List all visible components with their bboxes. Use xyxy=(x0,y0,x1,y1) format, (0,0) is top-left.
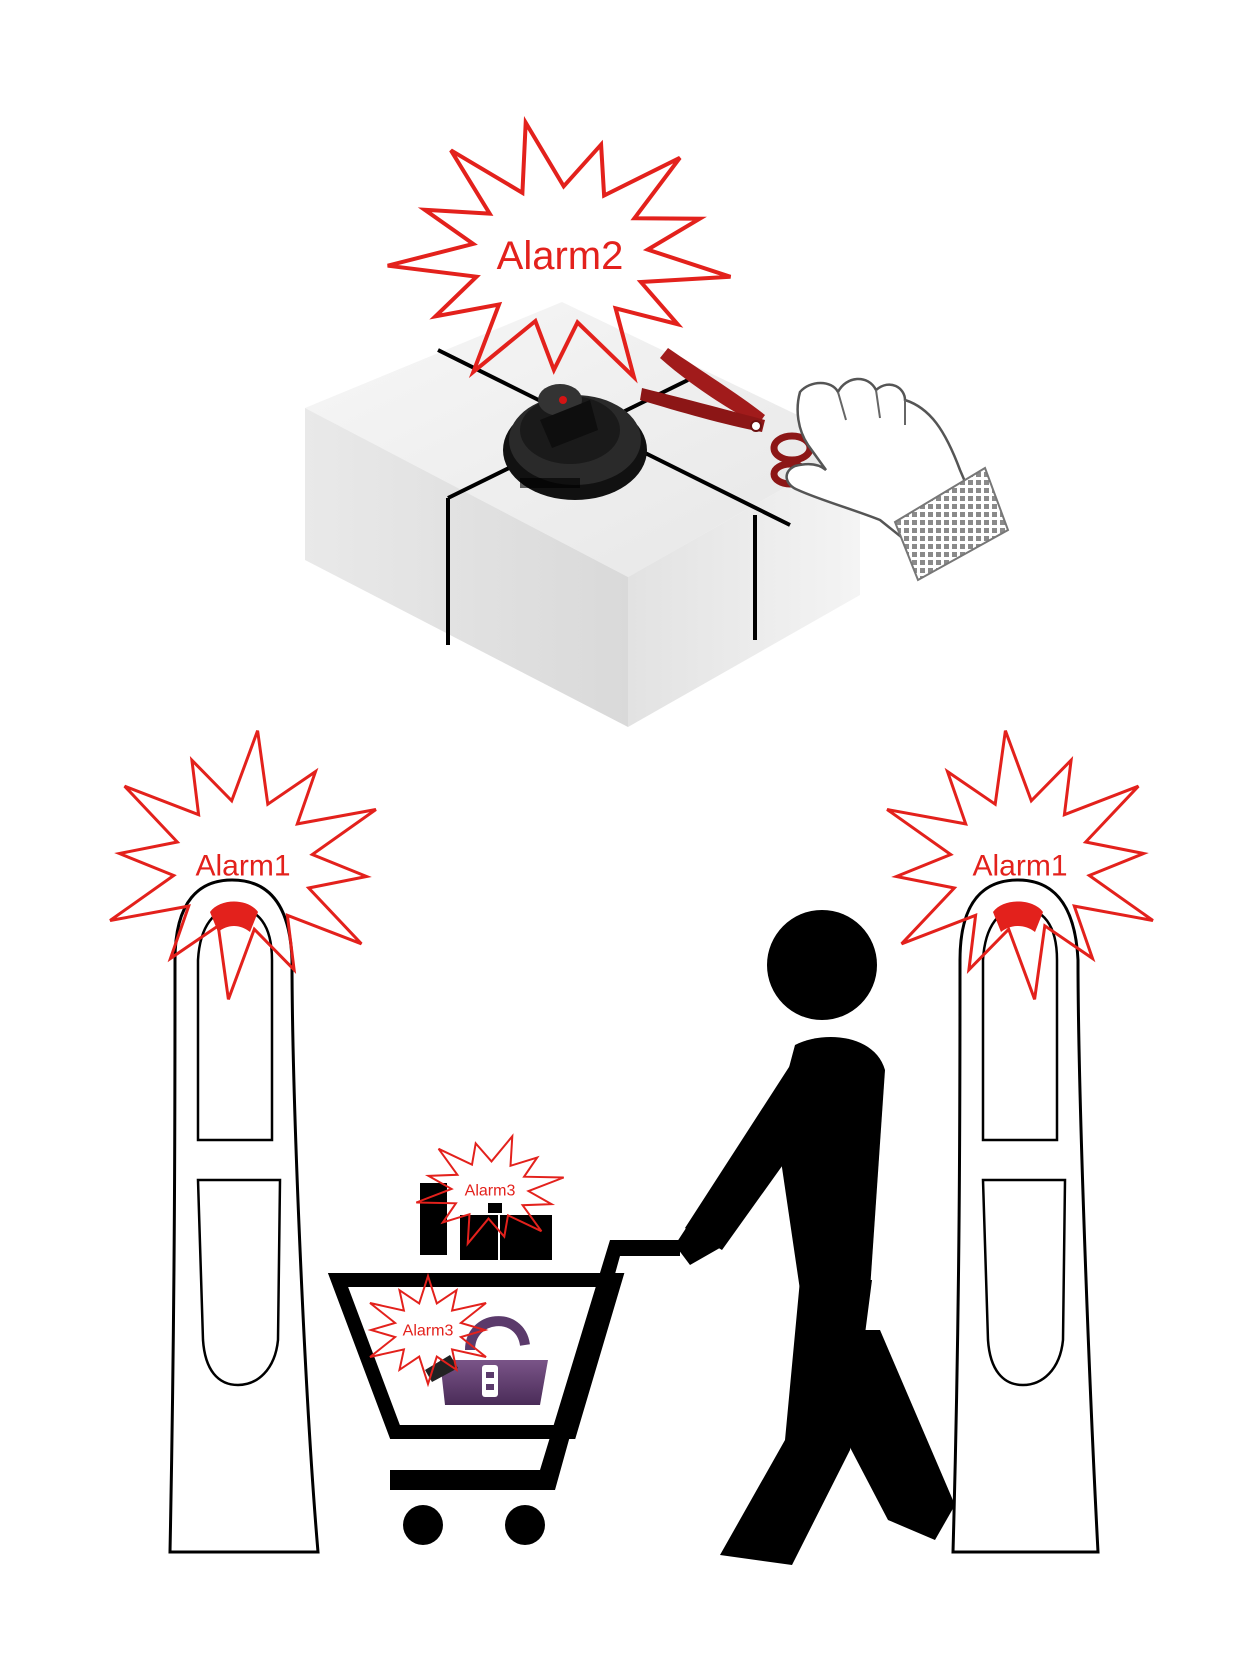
cart-items xyxy=(420,1183,552,1260)
alarm-burst-box-label: Alarm2 xyxy=(497,234,624,278)
alarm-burst-cart-top xyxy=(415,1133,565,1247)
item-box-tall xyxy=(420,1183,447,1255)
alarm-burst-cart-bag xyxy=(367,1272,489,1388)
alarm-burst-cart-bag-label: Alarm3 xyxy=(403,1323,454,1340)
handbag-icon xyxy=(425,1316,548,1405)
security-gate-left xyxy=(168,878,320,1554)
item-box-wide xyxy=(500,1215,552,1260)
shopping-cart-icon xyxy=(327,1240,680,1545)
security-gate-right xyxy=(951,878,1100,1554)
alarm-burst-cart-top-label: Alarm3 xyxy=(465,1183,516,1200)
gloved-hand-icon xyxy=(785,377,1010,582)
alarm-burst-box xyxy=(387,115,732,384)
gift-box-icon xyxy=(305,302,860,727)
alarm-burst-gate-right-label: Alarm1 xyxy=(972,850,1067,883)
alarm-burst-gate-left xyxy=(109,730,377,1000)
alarm-burst-gate-left-label: Alarm1 xyxy=(195,850,290,883)
security-tag-icon xyxy=(503,384,647,500)
shopper-icon xyxy=(675,910,955,1565)
alarm-burst-gate-right xyxy=(886,730,1154,1000)
